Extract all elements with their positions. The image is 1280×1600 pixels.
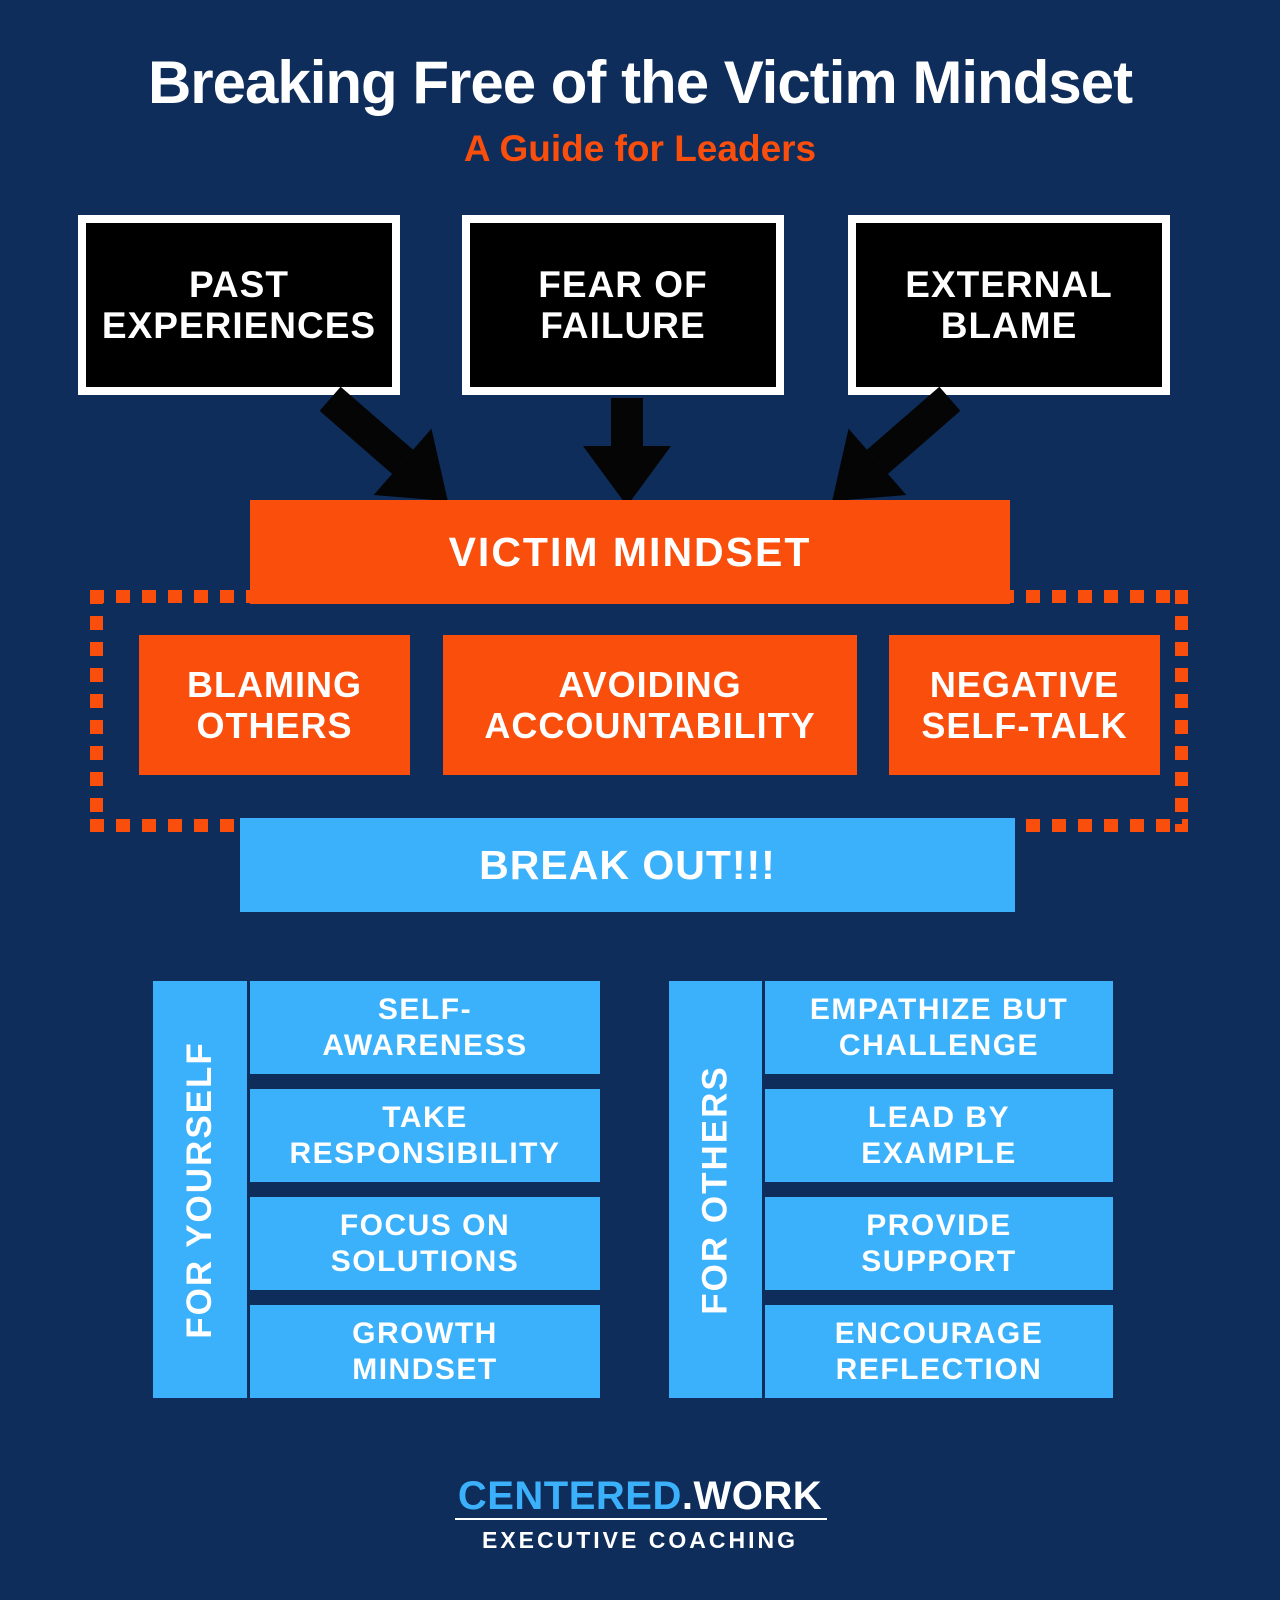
cause-label: PAST EXPERIENCES xyxy=(101,263,377,346)
brand-logo: CENTERED.WORK xyxy=(0,1474,1280,1519)
group-items: EMPATHIZE BUT CHALLENGE LEAD BY EXAMPLE … xyxy=(765,981,1113,1398)
strategy-label: ENCOURAGE REFLECTION xyxy=(834,1317,1044,1386)
group-items: SELF- AWARENESS TAKE RESPONSIBILITY FOCU… xyxy=(250,981,600,1398)
page-subtitle: A Guide for Leaders xyxy=(463,128,817,169)
group-spine-for-others: FOR OTHERS xyxy=(669,981,762,1398)
strategy-label: LEAD BY EXAMPLE xyxy=(861,1101,1017,1170)
brand-name-secondary: .WORK xyxy=(681,1474,823,1518)
strategy-label: PROVIDE SUPPORT xyxy=(861,1209,1017,1278)
strategy-item-self-awareness: SELF- AWARENESS xyxy=(250,981,600,1074)
dashed-border-right xyxy=(1175,590,1188,832)
arrow-shaft xyxy=(866,386,961,474)
brand-tagline: EXECUTIVE COACHING xyxy=(482,1527,798,1553)
cause-label: FEAR OF FAILURE xyxy=(538,263,708,346)
strategy-label: SELF- AWARENESS xyxy=(322,993,528,1062)
strategy-item-take-responsibility: TAKE RESPONSIBILITY xyxy=(250,1089,600,1182)
group-title: FOR OTHERS xyxy=(695,1064,735,1315)
symptom-box-avoiding-accountability: AVOIDING ACCOUNTABILITY xyxy=(443,635,857,775)
symptom-box-negative-self-talk: NEGATIVE SELF-TALK xyxy=(889,635,1160,775)
symptom-box-blaming-others: BLAMING OTHERS xyxy=(139,635,410,775)
strategy-group-for-yourself: FOR YOURSELF SELF- AWARENESS TAKE RESPON… xyxy=(153,981,600,1398)
arrow-shaft xyxy=(611,398,643,446)
symptom-label: NEGATIVE SELF-TALK xyxy=(921,663,1128,746)
symptom-label: BLAMING OTHERS xyxy=(187,663,362,746)
group-spine-for-yourself: FOR YOURSELF xyxy=(153,981,247,1398)
dashed-border-left xyxy=(90,590,103,832)
page-title: Breaking Free of the Victim Mindset xyxy=(147,49,1133,116)
strategy-item-growth-mindset: GROWTH MINDSET xyxy=(250,1305,600,1398)
strategy-label: TAKE RESPONSIBILITY xyxy=(289,1101,561,1170)
strategy-label: FOCUS ON SOLUTIONS xyxy=(330,1209,520,1278)
break-out-bar: BREAK OUT!!! xyxy=(240,818,1015,912)
strategy-item-encourage-reflection: ENCOURAGE REFLECTION xyxy=(765,1305,1113,1398)
arrow-down-icon xyxy=(582,398,672,506)
strategy-group-for-others: FOR OTHERS EMPATHIZE BUT CHALLENGE LEAD … xyxy=(669,981,1113,1398)
arrow-shaft xyxy=(319,386,414,474)
strategy-item-focus-on-solutions: FOCUS ON SOLUTIONS xyxy=(250,1197,600,1290)
victim-mindset-bar: VICTIM MINDSET xyxy=(250,500,1010,604)
victim-mindset-label: VICTIM MINDSET xyxy=(448,528,812,575)
cause-box-external-blame: EXTERNAL BLAME xyxy=(848,215,1170,395)
strategy-item-empathize-but-challenge: EMPATHIZE BUT CHALLENGE xyxy=(765,981,1113,1074)
cause-box-fear-of-failure: FEAR OF FAILURE xyxy=(462,215,784,395)
group-title: FOR YOURSELF xyxy=(180,1040,220,1339)
cause-box-past-experiences: PAST EXPERIENCES xyxy=(78,215,400,395)
symptom-label: AVOIDING ACCOUNTABILITY xyxy=(484,663,816,746)
strategy-label: GROWTH MINDSET xyxy=(352,1317,498,1386)
arrow-head xyxy=(583,446,671,506)
break-out-label: BREAK OUT!!! xyxy=(479,841,776,888)
strategy-item-lead-by-example: LEAD BY EXAMPLE xyxy=(765,1089,1113,1182)
cause-label: EXTERNAL BLAME xyxy=(905,263,1113,346)
footer-divider-line xyxy=(455,1518,827,1520)
strategy-item-provide-support: PROVIDE SUPPORT xyxy=(765,1197,1113,1290)
brand-name-primary: CENTERED xyxy=(457,1474,682,1518)
strategy-label: EMPATHIZE BUT CHALLENGE xyxy=(809,993,1069,1062)
